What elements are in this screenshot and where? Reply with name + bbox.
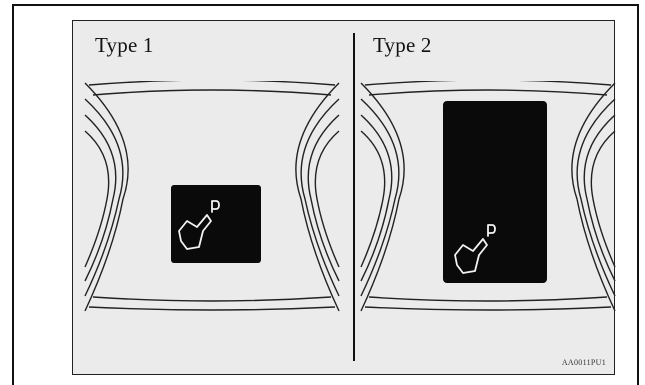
type-1-instrument-cluster [84,81,340,312]
type-1-label: Type 1 [95,33,154,57]
parking-brake-p-icon [454,224,496,274]
large-display-screen [443,101,547,283]
type-2-label: Type 2 [373,33,432,57]
figure-code: AA0011PU1 [561,358,606,367]
parking-brake-p-icon [178,200,220,250]
small-display-screen [171,185,261,263]
figure-panel: Type 1 Type 2 [72,20,616,375]
panel-divider [353,33,355,361]
page-border [12,4,639,385]
type-2-instrument-cluster [360,81,616,312]
